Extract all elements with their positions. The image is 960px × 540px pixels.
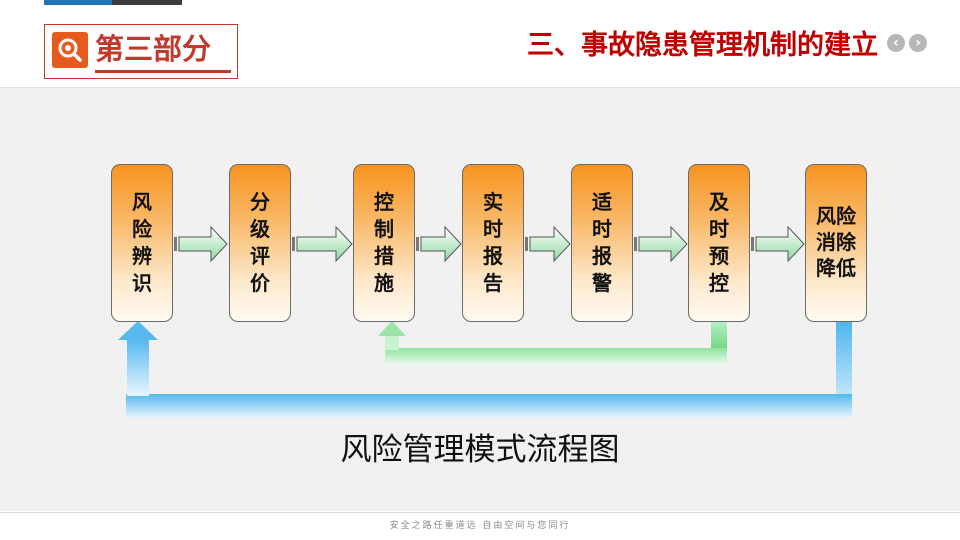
- section-underline: [95, 70, 231, 73]
- previous-slide-button[interactable]: ‹: [887, 34, 905, 52]
- flow-step-label: 实时报告: [483, 190, 503, 295]
- flow-step-grading-evaluation: 分级评价: [229, 164, 291, 322]
- footer-divider: [0, 512, 960, 513]
- diagram-caption: 风险管理模式流程图: [340, 432, 620, 468]
- slide-title: 三、事故隐患管理机制的建立: [527, 30, 878, 61]
- flow-step-timely-prevention: 及时预控: [688, 164, 750, 322]
- flow-step-label: 风险辨识: [132, 190, 152, 295]
- flow-step-risk-identification: 风险辨识: [111, 164, 173, 322]
- section-badge: 第三部分: [44, 24, 238, 79]
- flow-step-label: 适时报警: [592, 190, 612, 295]
- flow-step-control-measures: 控制措施: [353, 164, 415, 322]
- flow-step-label: 控制措施: [374, 190, 394, 295]
- flow-step-label: 及时预控: [709, 190, 729, 295]
- flow-step-timely-alarm: 适时报警: [571, 164, 633, 322]
- flow-step-risk-elimination: 风险消除降低: [805, 164, 867, 322]
- flow-step-label: 风险消除降低: [816, 204, 856, 280]
- magnifier-icon: [52, 32, 88, 68]
- flow-step-realtime-report: 实时报告: [462, 164, 524, 322]
- footer-text: 安全之路任重道远 自由空间与您同行: [389, 521, 571, 531]
- flow-step-label: 分级评价: [250, 190, 270, 295]
- next-slide-button[interactable]: ›: [909, 34, 927, 52]
- section-title: 第三部分: [95, 32, 212, 66]
- top-accent-bar-dark: [112, 0, 182, 5]
- top-accent-bar-blue: [44, 0, 112, 5]
